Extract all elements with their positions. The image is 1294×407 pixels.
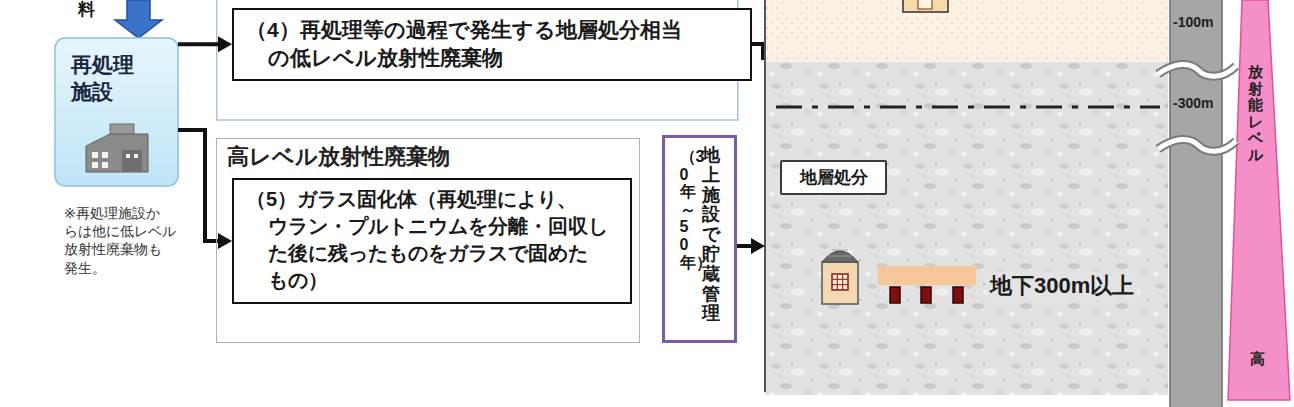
arrow-head bbox=[218, 233, 232, 249]
axis-label: 放射能レベル bbox=[1248, 64, 1263, 163]
flow-line bbox=[752, 44, 763, 60]
disposal-facility-icon bbox=[822, 250, 858, 304]
depth-line bbox=[776, 106, 1160, 109]
waste-description: （4）再処理等の過程で発生する地層処分相当 の低レベル放射性廃棄物 bbox=[246, 16, 740, 73]
facility-box: 再処理 施設 bbox=[55, 38, 178, 186]
label-holder: ※再処理施設か らは他に低レベル 放射性廃棄物も 発生。 bbox=[64, 204, 182, 277]
waste-box: （5）ガラス固化体（再処理により、 ウラン・プルトニウムを分離・回収し た後に残… bbox=[232, 178, 632, 304]
ground-panel: 地下300m以上 地層処分 bbox=[765, 0, 1168, 395]
storage-box: 地上施設で貯蔵管理 （30年～50年） bbox=[662, 135, 737, 343]
disposal-tunnel bbox=[878, 266, 976, 285]
disposal-label: 地層処分 bbox=[800, 166, 868, 189]
break-marks bbox=[1158, 64, 1236, 151]
arrow-head bbox=[751, 238, 765, 254]
storage-text: 地上施設で貯蔵管理 bbox=[702, 146, 720, 324]
depth-mark: -100m bbox=[1173, 14, 1213, 31]
connector-arrow bbox=[737, 238, 765, 254]
connector-line bbox=[737, 244, 753, 248]
facility-name: 再処理 施設 bbox=[71, 51, 168, 106]
label-holder: 高 bbox=[1250, 350, 1265, 368]
connector-line bbox=[178, 42, 220, 46]
label-holder: -300m bbox=[1173, 95, 1213, 112]
flow-arrow bbox=[115, 0, 162, 38]
cut-text: 料 bbox=[78, 1, 95, 18]
shallow-ground bbox=[765, 0, 1168, 62]
connector-arrow bbox=[178, 36, 232, 52]
deep-rock bbox=[765, 62, 1168, 395]
building-icon bbox=[86, 124, 148, 172]
arrow-head bbox=[218, 36, 232, 52]
disposal-tag: 地層処分 bbox=[780, 160, 887, 195]
depth-label: 地下300m以上 bbox=[987, 272, 1137, 301]
waste-description: （5）ガラス固化体（再処理により、 ウラン・プルトニウムを分離・回収し た後に残… bbox=[246, 186, 620, 294]
label-holder: 放射能レベル bbox=[1248, 64, 1263, 163]
waste-box: （4）再処理等の過程で発生する地層処分相当 の低レベル放射性廃棄物 bbox=[232, 8, 752, 81]
facility-background bbox=[55, 38, 178, 186]
facility-icon bbox=[903, 0, 948, 12]
storage-period: （30年～50年） bbox=[680, 148, 696, 271]
radioactivity-wedge bbox=[1228, 0, 1290, 400]
label-holder: -100m bbox=[1173, 14, 1213, 31]
ground-edge bbox=[764, 0, 766, 392]
footnote: ※再処理施設か らは他に低レベル 放射性廃棄物も 発生。 bbox=[64, 204, 182, 277]
axis-end-label: 高 bbox=[1250, 350, 1265, 368]
waste-canisters bbox=[890, 287, 963, 303]
connector-arrow bbox=[178, 130, 232, 249]
group-heading: 高レベル放射性廃棄物 bbox=[227, 144, 450, 170]
label-holder: 料 bbox=[78, 1, 95, 18]
connector-line bbox=[178, 130, 220, 241]
category-group: 高レベル放射性廃棄物 （5）ガラス固化体（再処理により、 ウラン・プルトニウムを分… bbox=[216, 138, 640, 343]
depth-mark: -300m bbox=[1173, 95, 1213, 112]
